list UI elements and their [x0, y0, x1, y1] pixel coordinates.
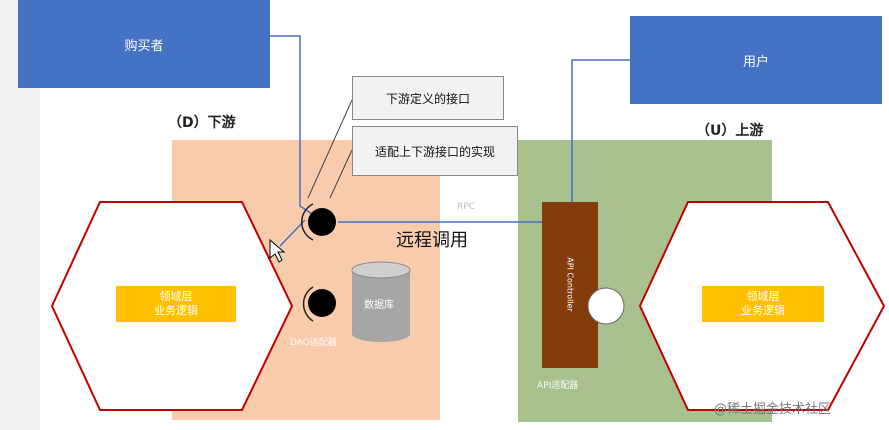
user-label: 用户: [742, 54, 769, 70]
left-domain-line1: 领域层: [159, 290, 193, 303]
database-label: 数据库: [364, 300, 394, 311]
dao-adapter-label: DAO适配器: [290, 338, 337, 348]
downstream-interface-text: 下游定义的接口: [385, 91, 470, 106]
callout-pointer-1: [307, 99, 353, 199]
port-arc-bottom: [302, 286, 314, 322]
remote-call-label: 远程调用: [396, 230, 468, 251]
user-box: 用户: [630, 16, 882, 104]
downstream-interface-callout: 下游定义的接口: [352, 76, 504, 120]
user-connector: [571, 59, 630, 222]
api-controller-box: [542, 202, 598, 368]
database-bottom: [352, 326, 410, 342]
callout-pointer-2: [329, 149, 353, 199]
right-domain-line1: 领域层: [746, 290, 780, 303]
api-port: [587, 287, 625, 325]
buyer-connector: [270, 35, 319, 219]
buyer-box: 购买者: [18, 0, 270, 88]
api-controller-label: API Controller: [565, 257, 575, 312]
watermark: @稀土掘金技术社区: [714, 402, 832, 417]
mouse-cursor-icon: [269, 238, 286, 263]
right-domain-label: 领域层 业务逻辑: [702, 286, 824, 322]
adapter-impl-callout: 适配上下游接口的实现: [352, 126, 518, 176]
adapter-impl-text: 适配上下游接口的实现: [374, 144, 495, 159]
left-domain-line2: 业务逻辑: [154, 304, 198, 317]
right-domain-line2: 业务逻辑: [741, 304, 785, 317]
database-port: [308, 289, 336, 317]
buyer-label: 购买者: [124, 38, 164, 54]
port-to-domain-connector: [279, 219, 306, 247]
upstream-label: （U）上游: [696, 123, 764, 139]
downstream-label: （D）下游: [168, 115, 236, 131]
database-body: [352, 270, 410, 334]
port-arc-top: [301, 203, 314, 241]
database-top: [351, 261, 411, 279]
left-domain-label: 领域层 业务逻辑: [116, 286, 236, 322]
rpc-label: RPC: [457, 202, 475, 212]
remote-call-port: [308, 208, 336, 236]
api-adapter-label: API适配器: [537, 381, 579, 391]
